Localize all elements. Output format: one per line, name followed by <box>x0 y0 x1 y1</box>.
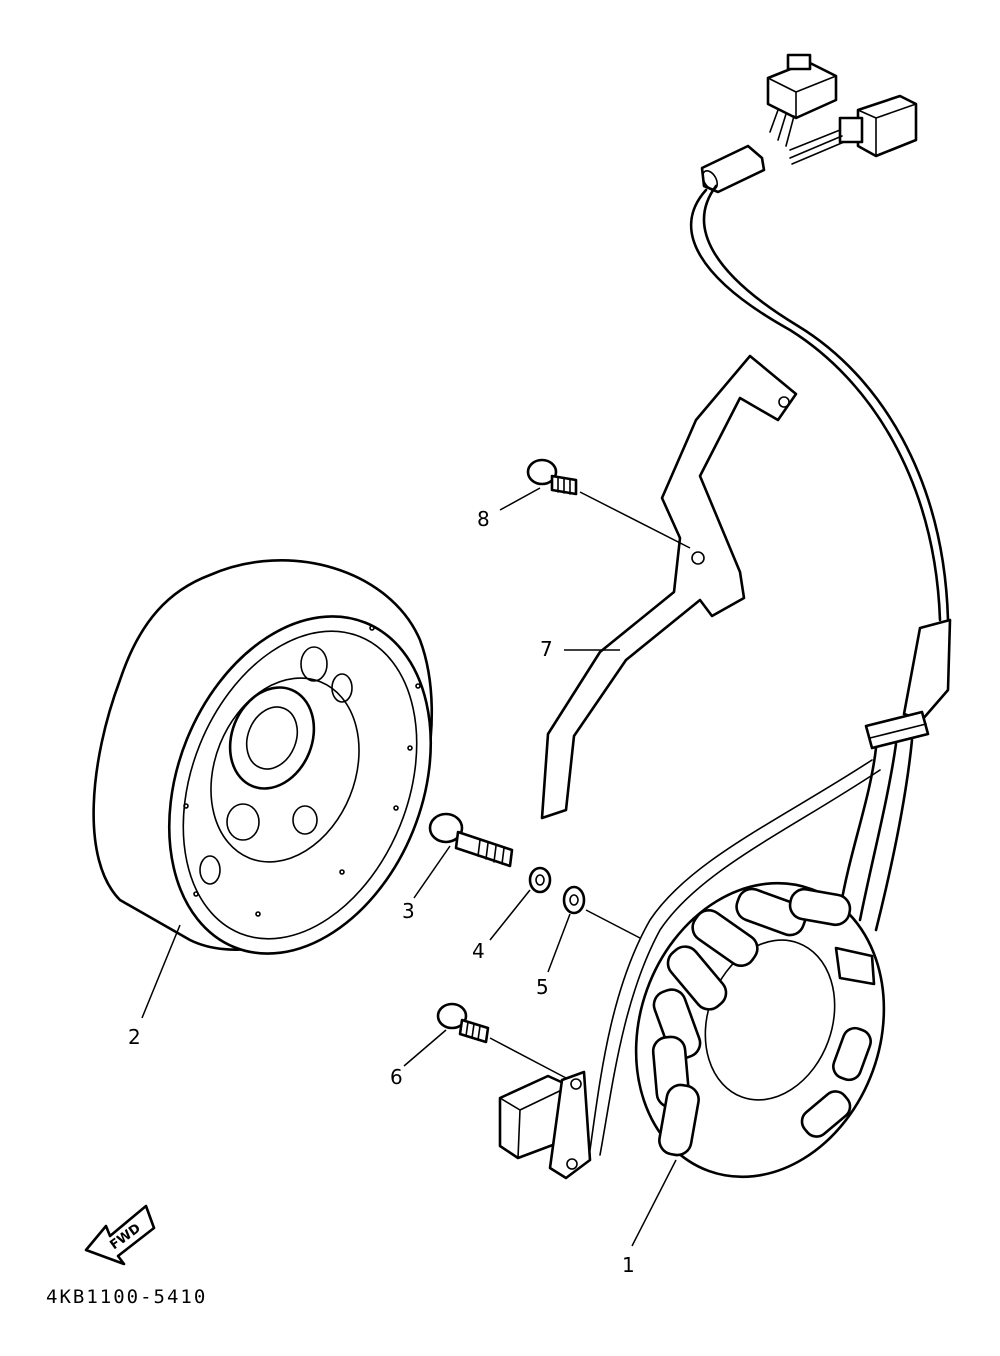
wire-harness <box>589 53 952 1156</box>
callout-6: 6 <box>390 1065 403 1089</box>
callout-1: 1 <box>622 1253 635 1277</box>
callout-2: 2 <box>128 1025 141 1049</box>
callout-7: 7 <box>540 637 553 661</box>
screw-part-6 <box>436 1002 490 1044</box>
leader-lines <box>141 487 677 1247</box>
lead-wire-bracket <box>540 354 798 820</box>
washer-part-4 <box>528 866 552 894</box>
screw-part-3 <box>428 812 514 868</box>
callout-4: 4 <box>472 939 485 963</box>
callout-8: 8 <box>477 507 490 531</box>
assembly-lines <box>489 491 691 1079</box>
forward-direction-arrow: FWD <box>84 1204 156 1266</box>
catalog-code: 4KB1100-5410 <box>46 1286 207 1308</box>
stator-assembly <box>634 881 886 1179</box>
pickup-coil <box>498 1070 592 1180</box>
screw-part-8 <box>526 458 578 496</box>
washer-part-5 <box>562 885 586 915</box>
flywheel-rotor <box>92 559 434 955</box>
callout-5: 5 <box>536 975 549 999</box>
callout-3: 3 <box>402 899 415 923</box>
